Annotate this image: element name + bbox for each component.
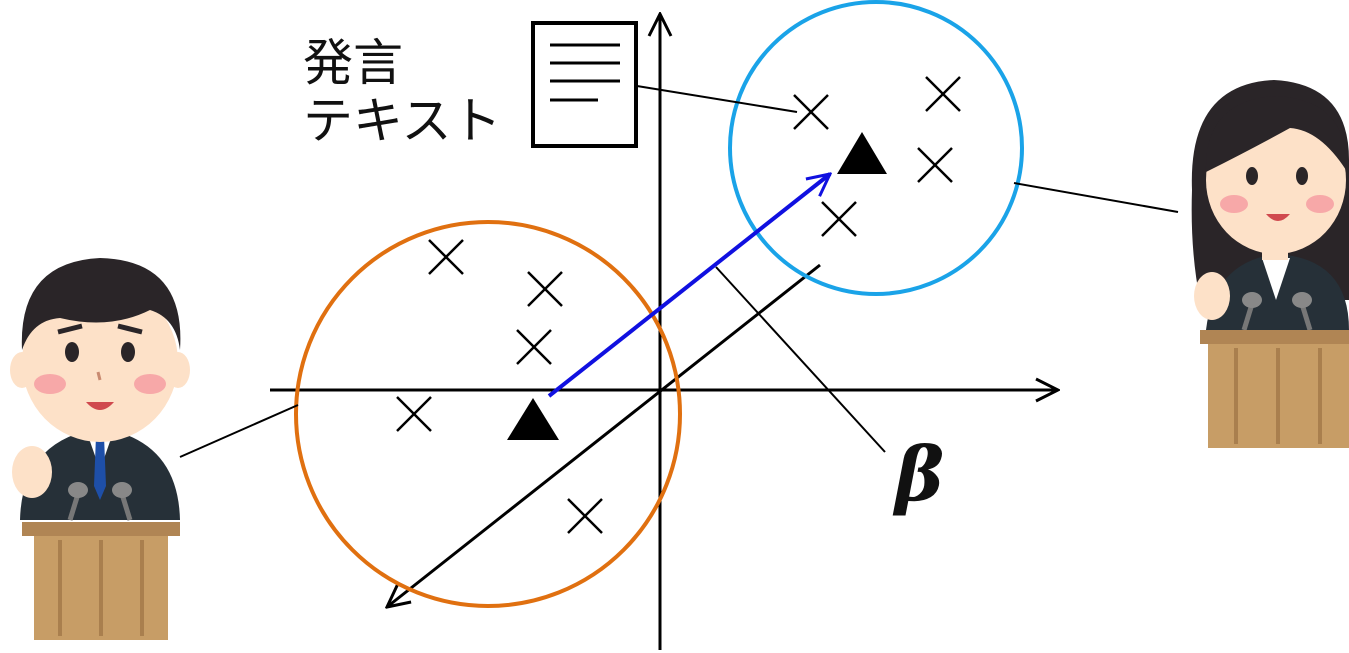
left-cluster-points (396, 239, 603, 534)
left-speaker-illustration (10, 258, 190, 640)
right-cluster-points (793, 76, 961, 237)
data-point-marker (925, 76, 961, 112)
data-point-marker (396, 396, 432, 432)
beta-leader-line (715, 266, 886, 453)
right-cluster-circle (728, 0, 1024, 296)
direction-arrow (547, 174, 830, 398)
data-point-marker (527, 271, 563, 307)
utterance-label-line2: テキスト (303, 92, 502, 150)
diagonal-axis (387, 263, 821, 607)
data-point-marker (516, 329, 552, 365)
data-point-marker (793, 94, 829, 130)
right-speaker-leader-line (1013, 182, 1179, 213)
left-speaker-leader-line (179, 404, 299, 458)
document-icon (531, 21, 638, 148)
right-centroid-triangle (837, 132, 887, 174)
left-centroid-triangle (507, 398, 559, 440)
left-cluster-circle (294, 220, 682, 608)
data-point-marker (917, 147, 953, 183)
data-point-marker (428, 239, 464, 275)
right-speaker-illustration (1191, 80, 1349, 448)
data-point-marker (567, 498, 603, 534)
beta-label: β (892, 432, 944, 518)
document-leader-line (636, 85, 798, 113)
data-point-marker (821, 201, 857, 237)
utterance-label-line1: 発言 (303, 34, 403, 92)
